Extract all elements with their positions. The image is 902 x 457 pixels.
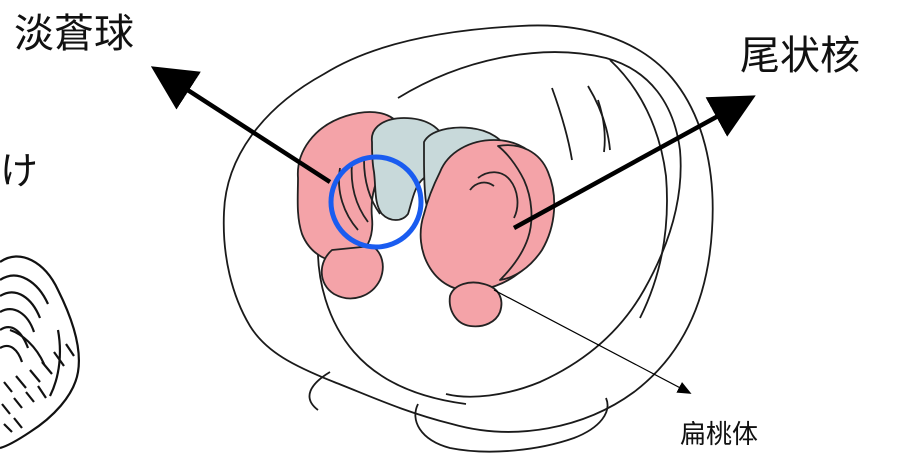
arrow-caudate [514, 104, 740, 228]
label-partial-left: け [0, 152, 38, 190]
partial-sketch-left [0, 257, 79, 448]
amygdala [450, 283, 502, 327]
arrow-pallidus [166, 76, 330, 182]
label-globus-pallidus: 淡蒼球 [14, 14, 134, 54]
label-caudate-nucleus: 尾状核 [740, 36, 860, 76]
arrow-amygdala [494, 290, 688, 392]
label-amygdala: 扁桃体 [680, 422, 758, 448]
